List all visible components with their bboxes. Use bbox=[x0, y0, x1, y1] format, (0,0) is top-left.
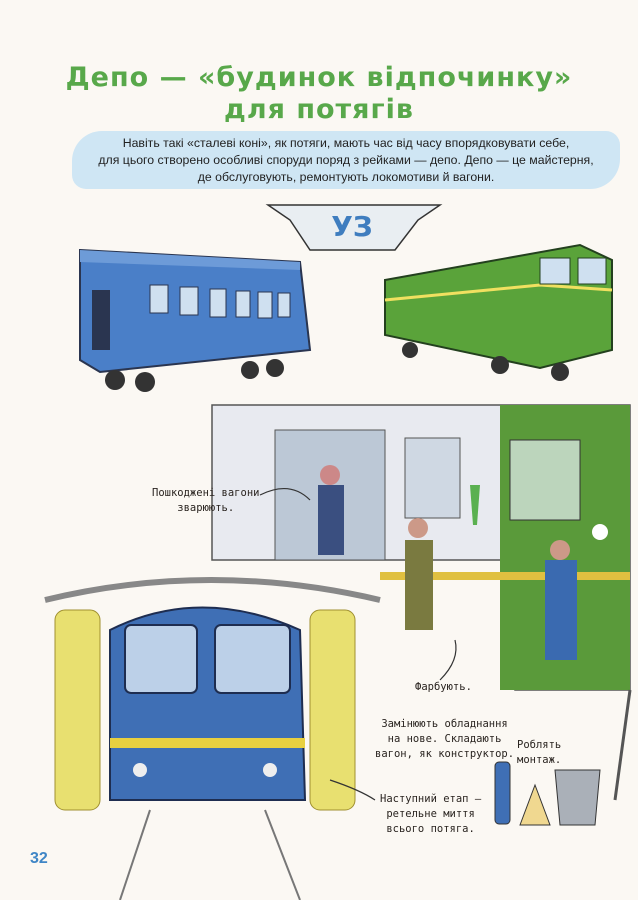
cleaner-worker bbox=[545, 524, 608, 660]
tools bbox=[494, 689, 632, 826]
green-locomotive bbox=[384, 243, 613, 381]
workshop-scene bbox=[211, 404, 631, 691]
wash-brush-left bbox=[54, 609, 101, 811]
blue-train-front bbox=[109, 606, 307, 801]
caption-pointers bbox=[259, 488, 457, 801]
uz-logo: УЗ bbox=[265, 204, 443, 251]
title-line-1: Депо — «будинок відпочинку» bbox=[65, 62, 573, 93]
blue-carriage bbox=[79, 248, 312, 392]
train-wash-scene bbox=[44, 577, 381, 900]
intro-text-box: Навіть такі «сталеві коні», як потяги, м… bbox=[72, 131, 620, 189]
page-title: Депо — «будинок відпочинку» для потягів bbox=[0, 62, 638, 126]
intro-line: для цього створено особливі споруди поря… bbox=[98, 153, 594, 167]
wash-brush-right bbox=[309, 609, 356, 811]
page-number: 32 bbox=[30, 850, 48, 867]
caption-paint: Фарбують. bbox=[415, 681, 472, 693]
intro-line: Навіть такі «сталеві коні», як потяги, м… bbox=[122, 136, 570, 150]
painter-worker bbox=[405, 485, 480, 630]
logo-text: УЗ bbox=[331, 210, 372, 243]
welder-worker bbox=[318, 465, 344, 555]
intro-line: де обслуговують, ремонтують локомотиви й… bbox=[197, 170, 495, 184]
title-line-2: для потягів bbox=[224, 94, 414, 125]
